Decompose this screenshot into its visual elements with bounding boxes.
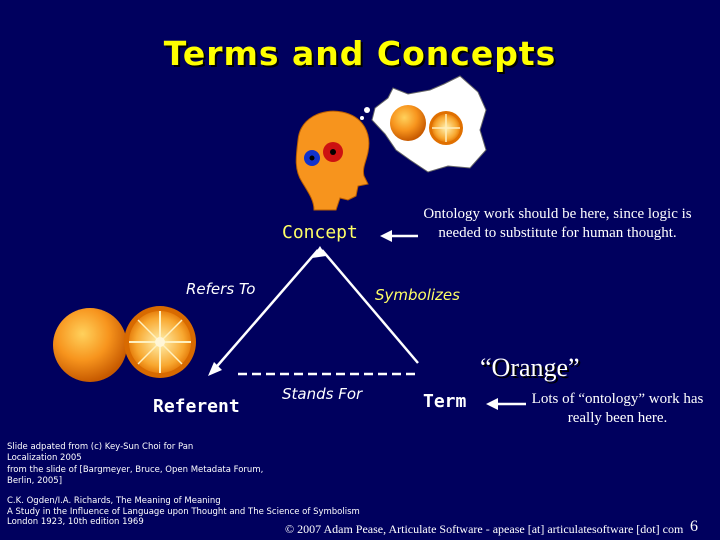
referent-orange-whole: [53, 308, 127, 382]
copyright-footer: © 2007 Adam Pease, Articulate Software -…: [285, 522, 683, 537]
ontology-note: Ontology work should be here, since logi…: [420, 205, 695, 243]
lots-arrowhead: [486, 398, 498, 410]
refers-to-label: Refers To: [186, 280, 255, 298]
term-label: Term: [423, 391, 466, 412]
triangle: [212, 250, 418, 374]
referent-label: Referent: [153, 396, 240, 417]
concept-label: Concept: [282, 222, 358, 243]
symbolizes-edge: [322, 250, 418, 363]
cloud-orange-whole: [390, 105, 426, 141]
symbolizes-label: Symbolizes: [375, 286, 460, 304]
cloud-orange-half: [429, 111, 463, 145]
orange-word: “Orange”: [480, 353, 580, 383]
referent-orange-half: [124, 306, 196, 378]
head-with-gears: [296, 111, 369, 210]
page-number: 6: [690, 518, 698, 536]
credit-reference-line1: C.K. Ogden/I.A. Richards, The Meaning of…: [7, 496, 407, 507]
thought-cloud: [356, 76, 487, 172]
refers-to-edge: [212, 250, 318, 372]
lots-note: Lots of “ontology” work has really been …: [525, 390, 710, 428]
credit-adapted: Slide adpated from (c) Key-Sun Choi for …: [7, 442, 237, 463]
blue-gear-icon: [304, 150, 320, 166]
ontology-arrowhead: [380, 230, 392, 242]
red-gear-icon: [323, 142, 343, 162]
credit-source: from the slide of [Bargmeyer, Bruce, Ope…: [7, 465, 267, 486]
credit-reference-line2: A Study in the Influence of Language upo…: [7, 507, 407, 518]
stands-for-label: Stands For: [282, 385, 362, 403]
